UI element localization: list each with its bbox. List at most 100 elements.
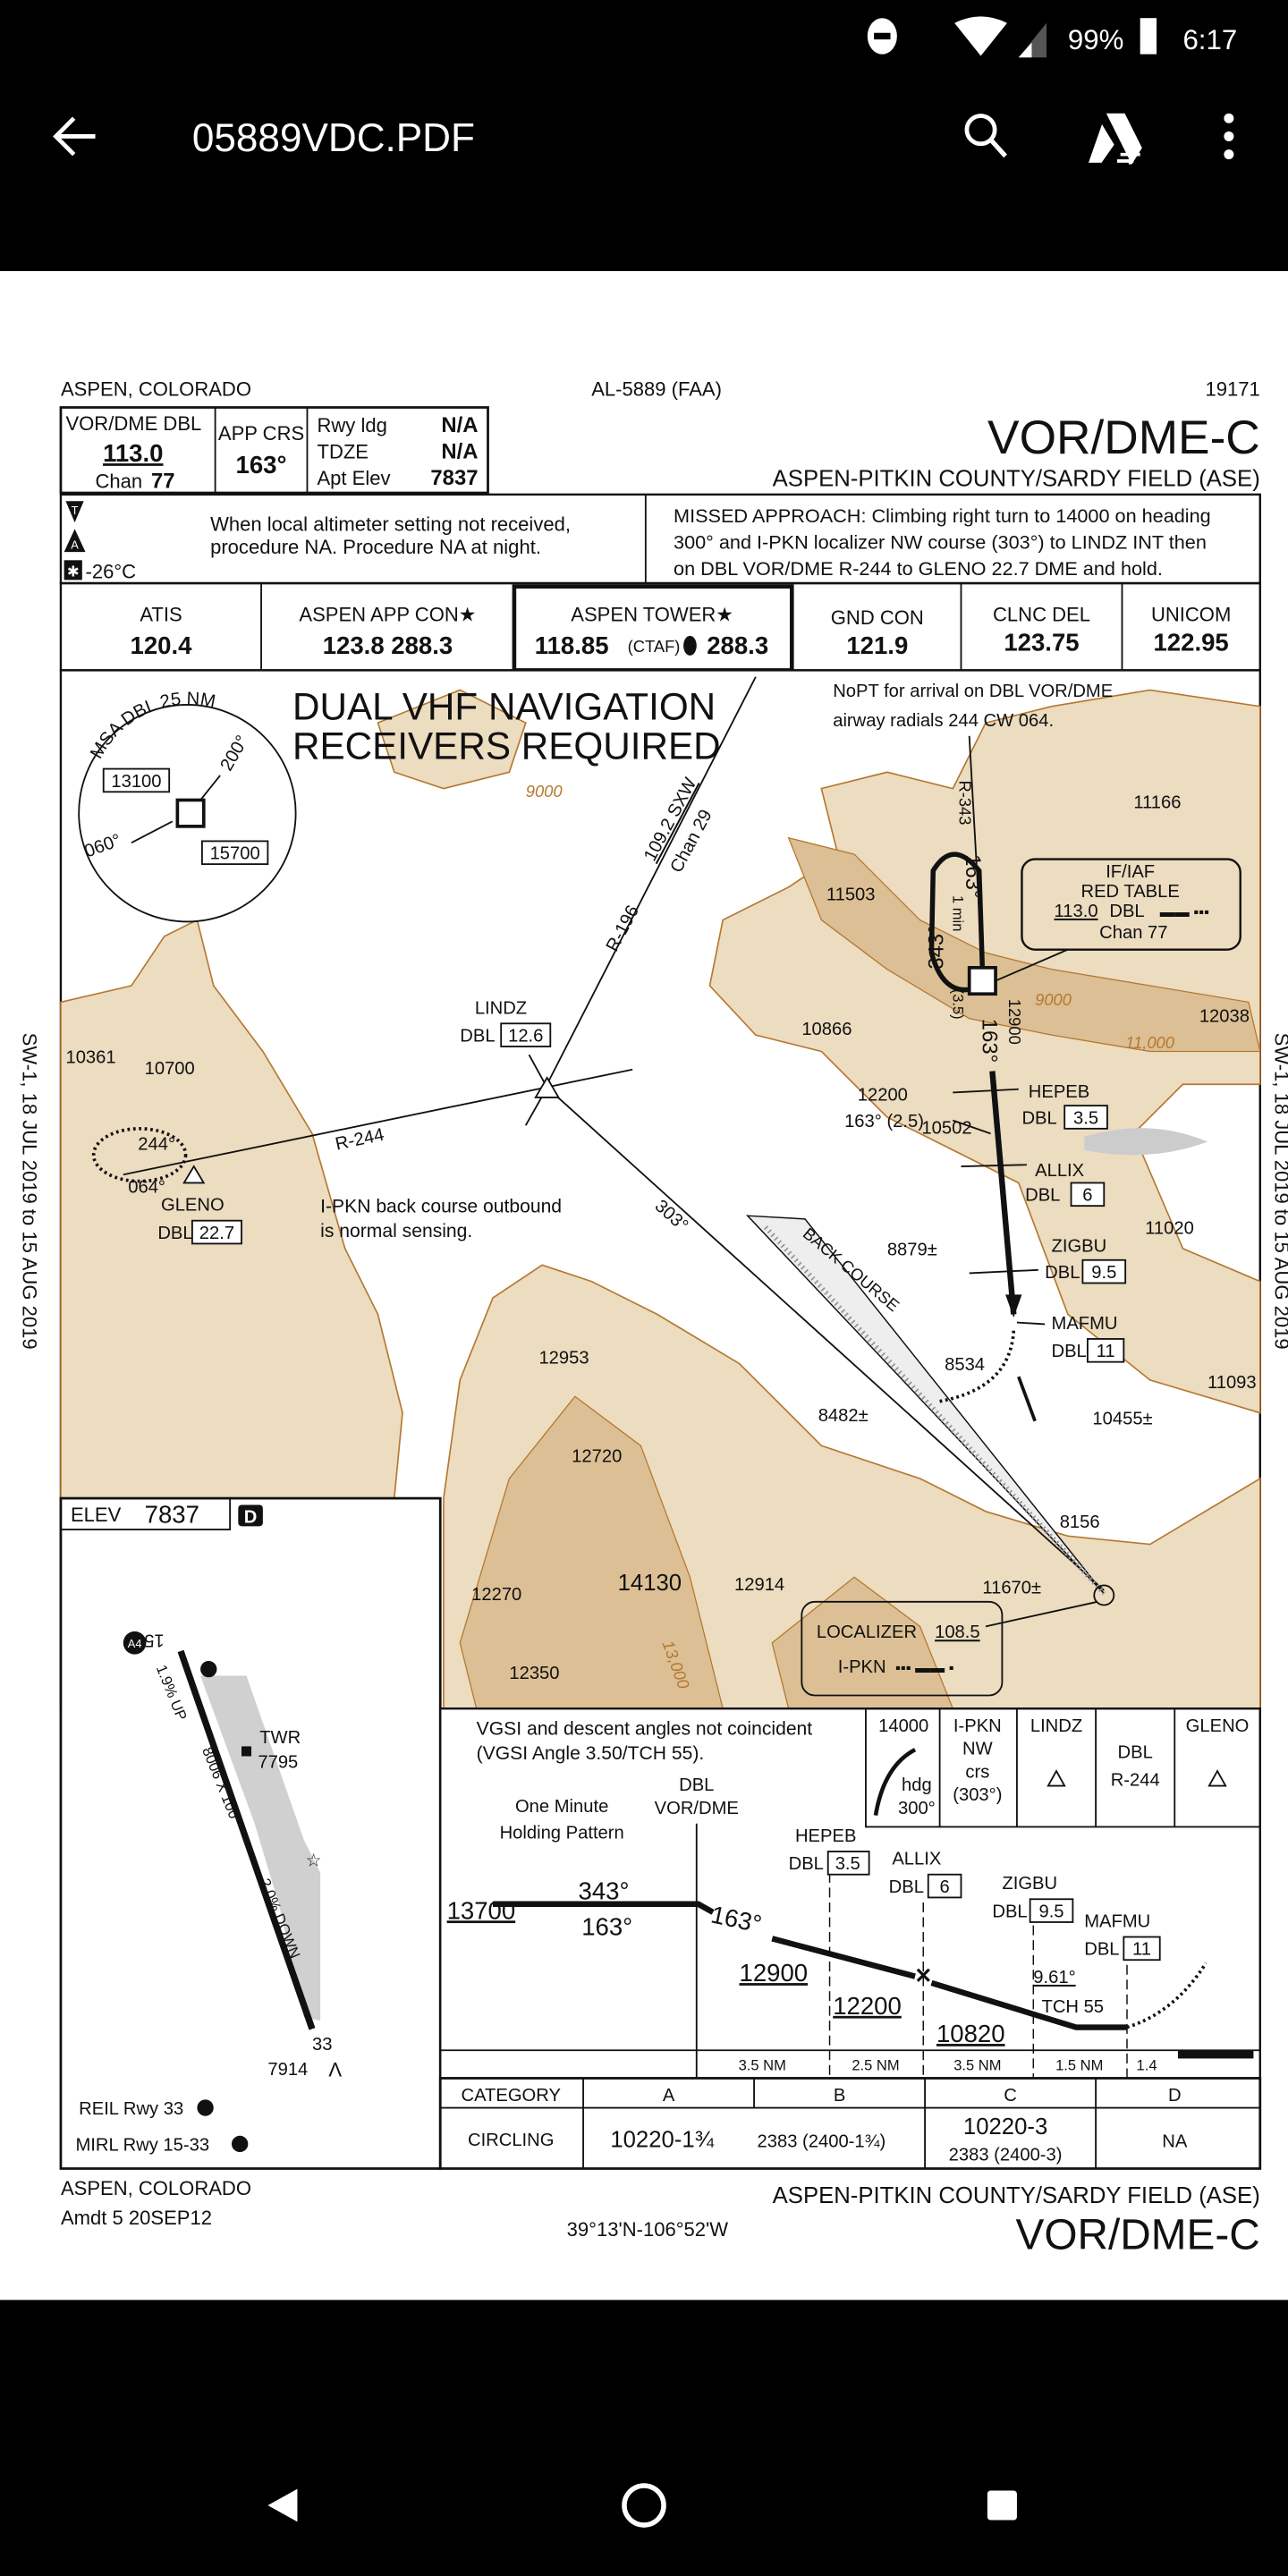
msa-alt-2: 15700: [210, 844, 260, 864]
tch: TCH 55: [1041, 1997, 1104, 2017]
freq-atis: 120.4: [131, 631, 193, 659]
localizer-freq: 108.5: [935, 1623, 980, 1642]
hold-244: 244°: [138, 1135, 175, 1155]
dbl-label: DBL: [1025, 1186, 1060, 1206]
circling-label: CIRCLING: [468, 2131, 554, 2150]
tdze: N/A: [441, 439, 478, 463]
localizer-box: [801, 1600, 1004, 1697]
bc-note-2: is normal sensing.: [320, 1221, 472, 1241]
dbl-label: DBL: [1021, 1108, 1056, 1128]
add-to-drive-button[interactable]: [1089, 113, 1142, 165]
runway-15-33: [177, 1649, 316, 2030]
freq-gnd: 121.9: [846, 631, 908, 659]
nav-info-box: [59, 406, 489, 495]
ma-heading-label: hdg: [902, 1775, 932, 1795]
spot-elevation: 10361: [65, 1047, 115, 1067]
mafmu-label: MAFMU: [1084, 1911, 1150, 1931]
zigbu-label: ZIGBU: [1002, 1874, 1057, 1894]
alternate-minima-icon: A: [64, 529, 86, 553]
freq-tower-uhf: 288.3: [707, 631, 768, 659]
dual-vhf-title-1: DUAL VHF NAVIGATION: [292, 685, 716, 727]
holding-pattern-gleno: [91, 1127, 188, 1183]
spot-elevation: 10700: [145, 1059, 195, 1079]
spot-elevation: 14130: [618, 1571, 682, 1596]
iaf-chan: Chan 77: [1099, 923, 1167, 943]
lindz-label: LINDZ: [475, 998, 527, 1018]
course-303: [547, 1087, 1105, 1591]
spot-elevation: 11166: [1133, 793, 1181, 813]
spot-elevation: 12953: [538, 1348, 589, 1368]
morse-code-icon: ▪▪▪ ▬▬ ▪: [895, 1659, 954, 1676]
search-icon: [964, 114, 1007, 158]
battery-icon: [1140, 18, 1157, 55]
footer-coordinates: 39°13'N-106°52'W: [567, 2218, 729, 2241]
lindz-fix-icon: [534, 1076, 561, 1098]
part-time-icon: [683, 635, 697, 656]
dbl-label: DBL: [789, 1854, 824, 1874]
hold-distance: (3.5): [949, 989, 966, 1020]
nopt-note-2: airway radials 244 CW 064.: [833, 711, 1054, 731]
back-button[interactable]: [53, 116, 96, 157]
missed-approach-icons: [865, 1707, 1261, 1828]
header-location: ASPEN, COLORADO: [61, 378, 251, 401]
ma-radial: R-244: [1111, 1771, 1160, 1791]
twr-label: TWR: [259, 1728, 301, 1748]
zigbu-dme: 9.5: [1091, 1263, 1116, 1283]
hepeb-label: HEPEB: [795, 1826, 856, 1846]
hold-time: 1 min: [949, 895, 966, 931]
minima-table: CATEGORY A B C D CIRCLING 10220-1¾ 2383 …: [438, 2077, 1262, 2170]
category-b: B: [834, 2086, 845, 2106]
vordme-label: VOR/DME: [655, 1799, 739, 1818]
papi-icon: [200, 1660, 217, 1678]
app-crs: 163°: [236, 451, 287, 479]
arrow-left-icon: [53, 116, 96, 157]
outbound-course: 343°: [579, 1877, 630, 1904]
allix-label: ALLIX: [892, 1850, 942, 1869]
freq-tower: 118.85: [535, 631, 609, 659]
drive-add-icon: [1089, 113, 1142, 165]
altimeter-note-2: procedure NA. Procedure NA at night.: [210, 536, 541, 558]
nav-back-button[interactable]: [267, 2488, 298, 2522]
circling-c-mda: 10220-3: [963, 2114, 1047, 2140]
segment-distance: 3.5 NM: [953, 2056, 1001, 2073]
ma-dbl: DBL: [1118, 1742, 1153, 1762]
spot-elevation: 12270: [471, 1585, 521, 1605]
spot-elevation: 11670±: [982, 1579, 1041, 1598]
freq-label-tower: ASPEN TOWER★: [571, 603, 733, 625]
app-crs-label: APP CRS: [218, 422, 304, 445]
ma-loc-4: (303°): [953, 1785, 1002, 1805]
cold-temp-icon: ✱: [64, 560, 82, 580]
allix-dme: 6: [940, 1877, 950, 1897]
final-approach-course: [989, 1071, 1017, 1315]
chart-header: ASPEN, COLORADO AL-5889 (FAA) 19171: [61, 378, 1260, 401]
category-label: CATEGORY: [462, 2086, 562, 2106]
dbl-label: DBL: [157, 1224, 192, 1243]
gleno-fix-icon: [182, 1165, 206, 1184]
more-options-button[interactable]: [1224, 113, 1234, 160]
zigbu-label: ZIGBU: [1052, 1237, 1107, 1257]
category-c: C: [1004, 2086, 1017, 2106]
procedure-title: VOR/DME-C: [987, 411, 1260, 464]
hepeb-dme: 3.5: [1073, 1108, 1098, 1128]
profile-view: VGSI and descent angles not coincident (…: [439, 1707, 1261, 2080]
segment-distance: 3.5 NM: [739, 2056, 786, 2073]
alt-12900: 12900: [740, 1959, 809, 1987]
search-button[interactable]: [964, 114, 1007, 158]
footer-amendment: Amdt 5 20SEP12: [61, 2207, 212, 2229]
freq-label-gnd: GND CON: [831, 606, 924, 629]
freq-unicom: 122.95: [1153, 628, 1228, 656]
cold-temp: -26°C: [86, 561, 137, 583]
fix-triangle-icon: [1208, 1769, 1227, 1787]
terminal-alert-icon: T: [65, 501, 84, 523]
vordme-icon: [175, 798, 206, 828]
dbl-label: DBL: [1084, 1940, 1119, 1960]
beacon-icon: ☆: [306, 1852, 322, 1871]
nav-recents-button[interactable]: [987, 2490, 1017, 2521]
rwy-33-label: 33: [312, 2035, 332, 2055]
dbl-label: DBL: [1045, 1263, 1080, 1283]
effective-dates-left: SW-1, 18 JUL 2019 to 15 AUG 2019: [19, 1033, 41, 1350]
nav-home-button[interactable]: [622, 2483, 666, 2528]
spot-elevation: 10866: [801, 1020, 852, 1039]
battery-percent: 99%: [1068, 24, 1123, 55]
